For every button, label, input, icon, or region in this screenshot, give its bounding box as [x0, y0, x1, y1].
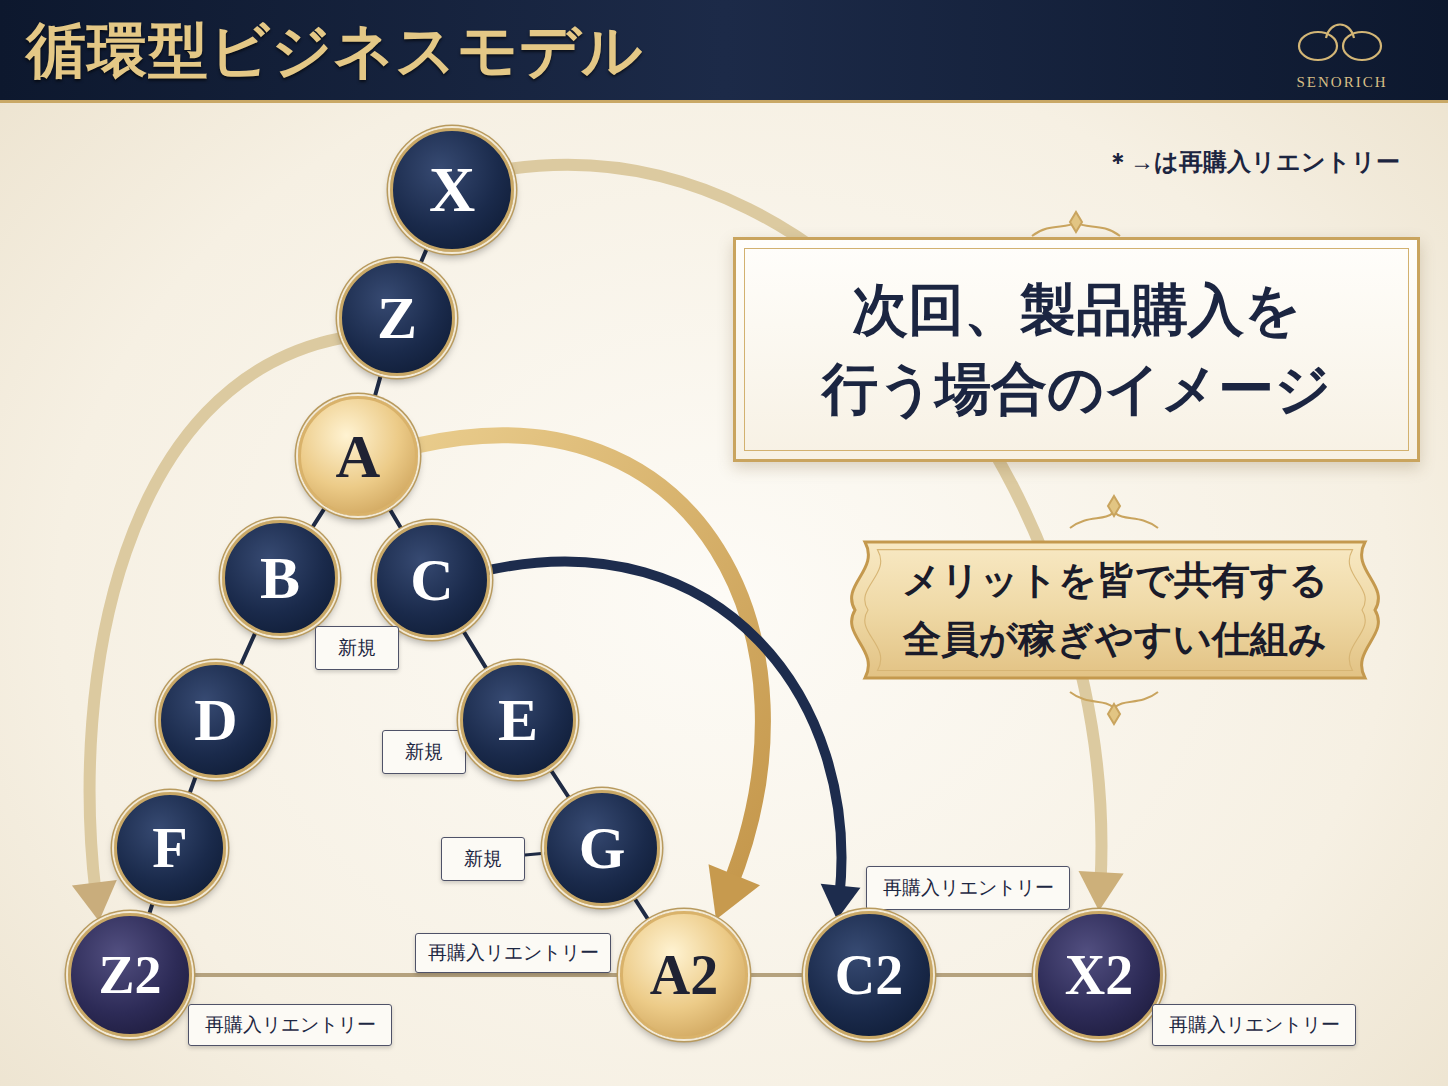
status-tag: 再購入リエントリー: [866, 866, 1070, 910]
page-title: 循環型ビジネスモデル: [26, 16, 643, 86]
connector-line: [462, 629, 487, 670]
member-letter: A: [336, 425, 381, 487]
line-path: [462, 629, 487, 670]
line-path: [374, 374, 381, 398]
brand-name: SENORICH: [1280, 74, 1404, 91]
member-letter: F: [152, 819, 187, 877]
arrow-curve: [417, 435, 763, 888]
member-circle: E: [460, 662, 576, 778]
member-circle: C2: [805, 911, 933, 1039]
member-letter: A2: [650, 947, 718, 1003]
member-letter: C2: [835, 947, 903, 1003]
member-circle: X: [390, 128, 514, 252]
member-circle: A2: [620, 911, 748, 1039]
connector-line: [149, 901, 154, 915]
headline-frame: 次回、製品購入を 行う場合のイメージ: [733, 237, 1420, 462]
member-circle: Z2: [68, 913, 192, 1037]
connector-line: [374, 374, 381, 398]
flourish: [1070, 212, 1082, 232]
line-path: [420, 247, 428, 265]
status-tag: 再購入リエントリー: [188, 1004, 392, 1046]
status-tag: 新規: [315, 626, 399, 670]
arrow-head: [1079, 871, 1124, 911]
member-letter: X: [429, 158, 475, 222]
inner-frame: [744, 248, 1409, 451]
logo-loop: [1299, 32, 1337, 60]
line-path: [311, 507, 325, 530]
member-circle: A: [298, 396, 418, 516]
member-letter: X2: [1065, 947, 1133, 1003]
connector-line: [633, 897, 649, 922]
connector-line: [933, 975, 1035, 976]
member-letter: G: [579, 818, 626, 878]
legend-note: ＊→は再購入リエントリー: [1060, 146, 1400, 178]
ribbon-outline: [852, 542, 1379, 678]
status-tag: 再購入リエントリー: [1152, 1004, 1356, 1046]
logo-arc: [1326, 25, 1354, 39]
line-path: [389, 508, 403, 531]
member-letter: Z: [377, 288, 417, 348]
status-tag: 再購入リエントリー: [415, 933, 611, 973]
line-path: [240, 631, 256, 667]
flourish: [1070, 512, 1158, 528]
connector-line: [189, 775, 196, 796]
tag-text: 新規: [405, 739, 443, 765]
flourish: [1032, 222, 1120, 236]
connector-line: [389, 508, 403, 531]
tag-text: 再購入リエントリー: [1169, 1012, 1340, 1038]
flourish: [1108, 704, 1120, 724]
member-circle: Z: [339, 260, 455, 376]
tag-text: 再購入リエントリー: [428, 940, 599, 966]
connector-line: [240, 631, 256, 667]
tag-text: 再購入リエントリー: [883, 875, 1054, 901]
member-circle: F: [114, 792, 226, 904]
merit-ribbon: メリットを皆で共有する 全員が稼ぎやすい仕組み: [835, 530, 1395, 690]
ribbon-shape: [835, 530, 1395, 690]
flourish: [1070, 692, 1158, 708]
arrow-head: [709, 864, 760, 919]
line-path: [192, 973, 620, 977]
member-circle: G: [544, 790, 660, 906]
member-letter: Z2: [98, 948, 161, 1002]
line-path: [633, 897, 649, 922]
member-letter: E: [498, 690, 538, 750]
connector-line: [525, 853, 544, 855]
member-circle: C: [374, 522, 490, 638]
status-tag: 新規: [441, 837, 525, 881]
line-path: [933, 973, 1035, 977]
reentry-arrow: [72, 338, 343, 921]
tag-text: 新規: [338, 635, 376, 661]
connector-line: [311, 507, 325, 530]
member-letter: C: [410, 550, 453, 610]
member-circle: X2: [1035, 911, 1163, 1039]
connector-line: [420, 247, 428, 265]
status-tag: 新規: [382, 730, 466, 774]
logo-loop: [1343, 32, 1381, 60]
ribbon-inner-line: [865, 550, 1366, 671]
line-path: [149, 901, 154, 915]
connector-line: [550, 768, 570, 799]
headline-text: 次回、製品購入を 行う場合のイメージ: [777, 271, 1377, 428]
line-tail: [1160, 973, 1448, 977]
line-path: [189, 775, 196, 796]
headline-text: メリットを皆で共有する 全員が稼ぎやすい仕組み: [875, 551, 1355, 669]
tag-text: 新規: [464, 846, 502, 872]
member-circle: B: [222, 520, 338, 636]
line-path: [550, 768, 570, 799]
tag-text: 再購入リエントリー: [205, 1012, 376, 1038]
member-letter: D: [194, 690, 237, 750]
connector-line: [748, 975, 805, 976]
line-path: [525, 853, 544, 855]
flourish: [1108, 496, 1120, 516]
member-letter: B: [260, 548, 300, 608]
connector-line: [192, 975, 620, 976]
line-path: [748, 973, 805, 977]
reentry-arrow: [417, 435, 763, 919]
member-circle: D: [158, 662, 274, 778]
